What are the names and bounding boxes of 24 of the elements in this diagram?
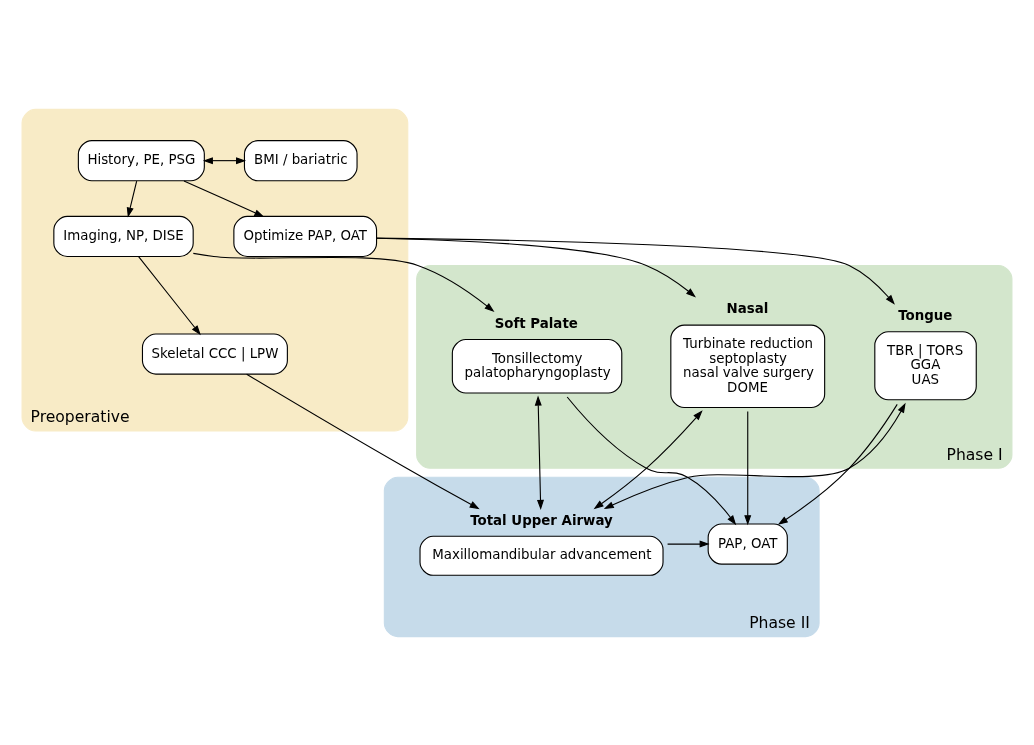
- arrow: [376, 237, 895, 305]
- node-box: Optimize PAP, OAT: [233, 215, 378, 257]
- node-box: History, PE, PSG: [77, 139, 205, 181]
- arrow: [183, 179, 265, 217]
- node-box: PAP, OAT: [707, 523, 788, 565]
- node-label: Nasal: [726, 300, 769, 316]
- arrow: [603, 402, 906, 509]
- arrow: [593, 409, 703, 509]
- arrow: [126, 180, 138, 217]
- arrow: [202, 156, 247, 164]
- node-label: Soft Palate: [494, 315, 578, 331]
- arrow: [534, 395, 544, 510]
- arrow: [192, 252, 495, 312]
- node-label: Total Upper Airway: [470, 512, 613, 528]
- node-label: Tongue: [898, 307, 953, 323]
- arrow: [246, 373, 480, 509]
- node-box: Imaging, NP, DISE: [53, 215, 194, 257]
- node-box: BMI / bariatric: [243, 139, 358, 181]
- arrow: [777, 403, 898, 525]
- arrow: [138, 255, 201, 335]
- arrow: [667, 540, 710, 548]
- node-box: Skeletal CCC | LPW: [141, 332, 288, 375]
- arrow: [566, 395, 737, 525]
- arrow: [744, 410, 752, 525]
